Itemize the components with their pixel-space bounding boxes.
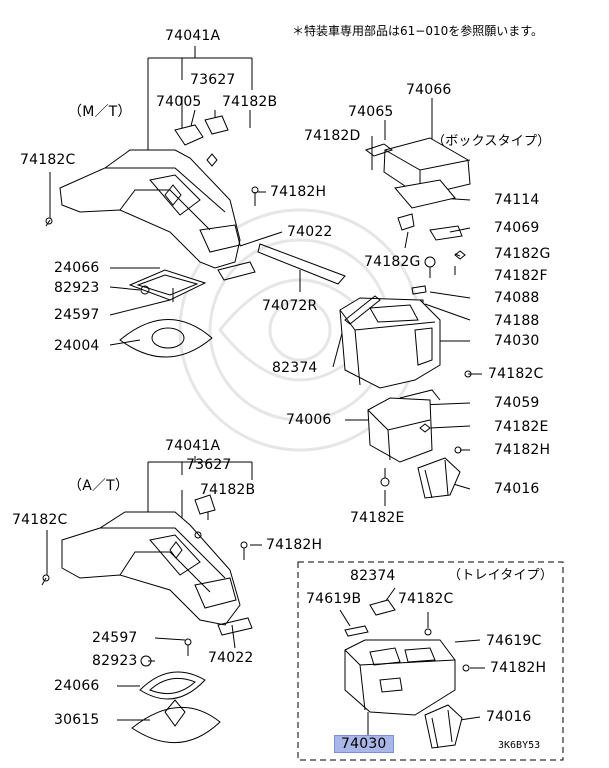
part-label-74114[interactable]: 74114 (494, 192, 540, 208)
part-label-82374-tray[interactable]: 82374 (350, 568, 396, 584)
part-label-74022-at[interactable]: 74022 (208, 650, 254, 666)
part-label-74022[interactable]: 74022 (287, 224, 333, 240)
figure-code: 3K6BY53 (498, 740, 541, 751)
part-label-74182B-at[interactable]: 74182B (200, 482, 256, 498)
part-label-74182C-tray[interactable]: 74182C (398, 591, 454, 607)
part-label-24066[interactable]: 24066 (54, 260, 100, 276)
part-label-74182H-at[interactable]: 74182H (266, 537, 323, 553)
part-label-74182H[interactable]: 74182H (270, 184, 327, 200)
part-label-74041A[interactable]: 74041A (165, 28, 221, 44)
part-label-24066-at[interactable]: 24066 (54, 678, 100, 694)
part-label-74030[interactable]: 74030 (494, 333, 540, 349)
part-label-74072R[interactable]: 74072R (262, 298, 318, 314)
part-label-73627-at[interactable]: 73627 (186, 457, 232, 473)
part-label-74065[interactable]: 74065 (348, 104, 394, 120)
part-label-74182E-bottom[interactable]: 74182E (350, 510, 405, 526)
part-label-74088[interactable]: 74088 (494, 290, 540, 306)
part-label-74182E-right[interactable]: 74182E (494, 419, 549, 435)
part-label-82923-at[interactable]: 82923 (92, 653, 138, 669)
part-label-74182H-box[interactable]: 74182H (494, 442, 551, 458)
variant-label-tray: （トレイタイプ） (448, 568, 554, 583)
part-label-74182C[interactable]: 74182C (20, 152, 76, 168)
part-label-74182C-box[interactable]: 74182C (488, 366, 544, 382)
special-parts-note: ＊特装車専用部品は61−010を参照願います。 (292, 24, 544, 38)
part-label-24004[interactable]: 24004 (54, 338, 100, 354)
part-label-73627[interactable]: 73627 (190, 72, 236, 88)
part-label-82374[interactable]: 82374 (272, 360, 318, 376)
part-label-74016[interactable]: 74016 (494, 481, 540, 497)
part-label-74182G-left[interactable]: 74182G (364, 254, 421, 270)
part-label-74016-tray[interactable]: 74016 (486, 709, 532, 725)
part-label-74182C-at[interactable]: 74182C (12, 512, 68, 528)
part-label-74069[interactable]: 74069 (494, 220, 540, 236)
part-label-74619B[interactable]: 74619B (306, 591, 362, 607)
part-label-74030-tray-highlighted[interactable]: 74030 (334, 735, 394, 753)
variant-label-at: （A／T） (68, 478, 130, 494)
part-label-74006[interactable]: 74006 (286, 412, 332, 428)
part-label-74619C[interactable]: 74619C (486, 633, 542, 649)
part-label-82923[interactable]: 82923 (54, 280, 100, 296)
part-label-74182F[interactable]: 74182F (494, 268, 548, 284)
part-label-74182H-tray[interactable]: 74182H (490, 660, 547, 676)
part-label-74041A-at[interactable]: 74041A (165, 438, 221, 454)
part-label-74182B[interactable]: 74182B (222, 94, 278, 110)
part-label-74005[interactable]: 74005 (156, 94, 202, 110)
part-label-74182D[interactable]: 74182D (304, 128, 361, 144)
part-label-74182G-right[interactable]: 74182G (494, 246, 551, 262)
variant-label-mt: （M／T） (68, 104, 132, 120)
part-label-24597[interactable]: 24597 (54, 307, 100, 323)
part-label-74188[interactable]: 74188 (494, 313, 540, 329)
part-label-74059[interactable]: 74059 (494, 395, 540, 411)
part-label-74066[interactable]: 74066 (406, 82, 452, 98)
part-label-24597-at[interactable]: 24597 (92, 630, 138, 646)
part-label-30615[interactable]: 30615 (54, 712, 100, 728)
variant-label-box: （ボックスタイプ） (432, 134, 551, 149)
